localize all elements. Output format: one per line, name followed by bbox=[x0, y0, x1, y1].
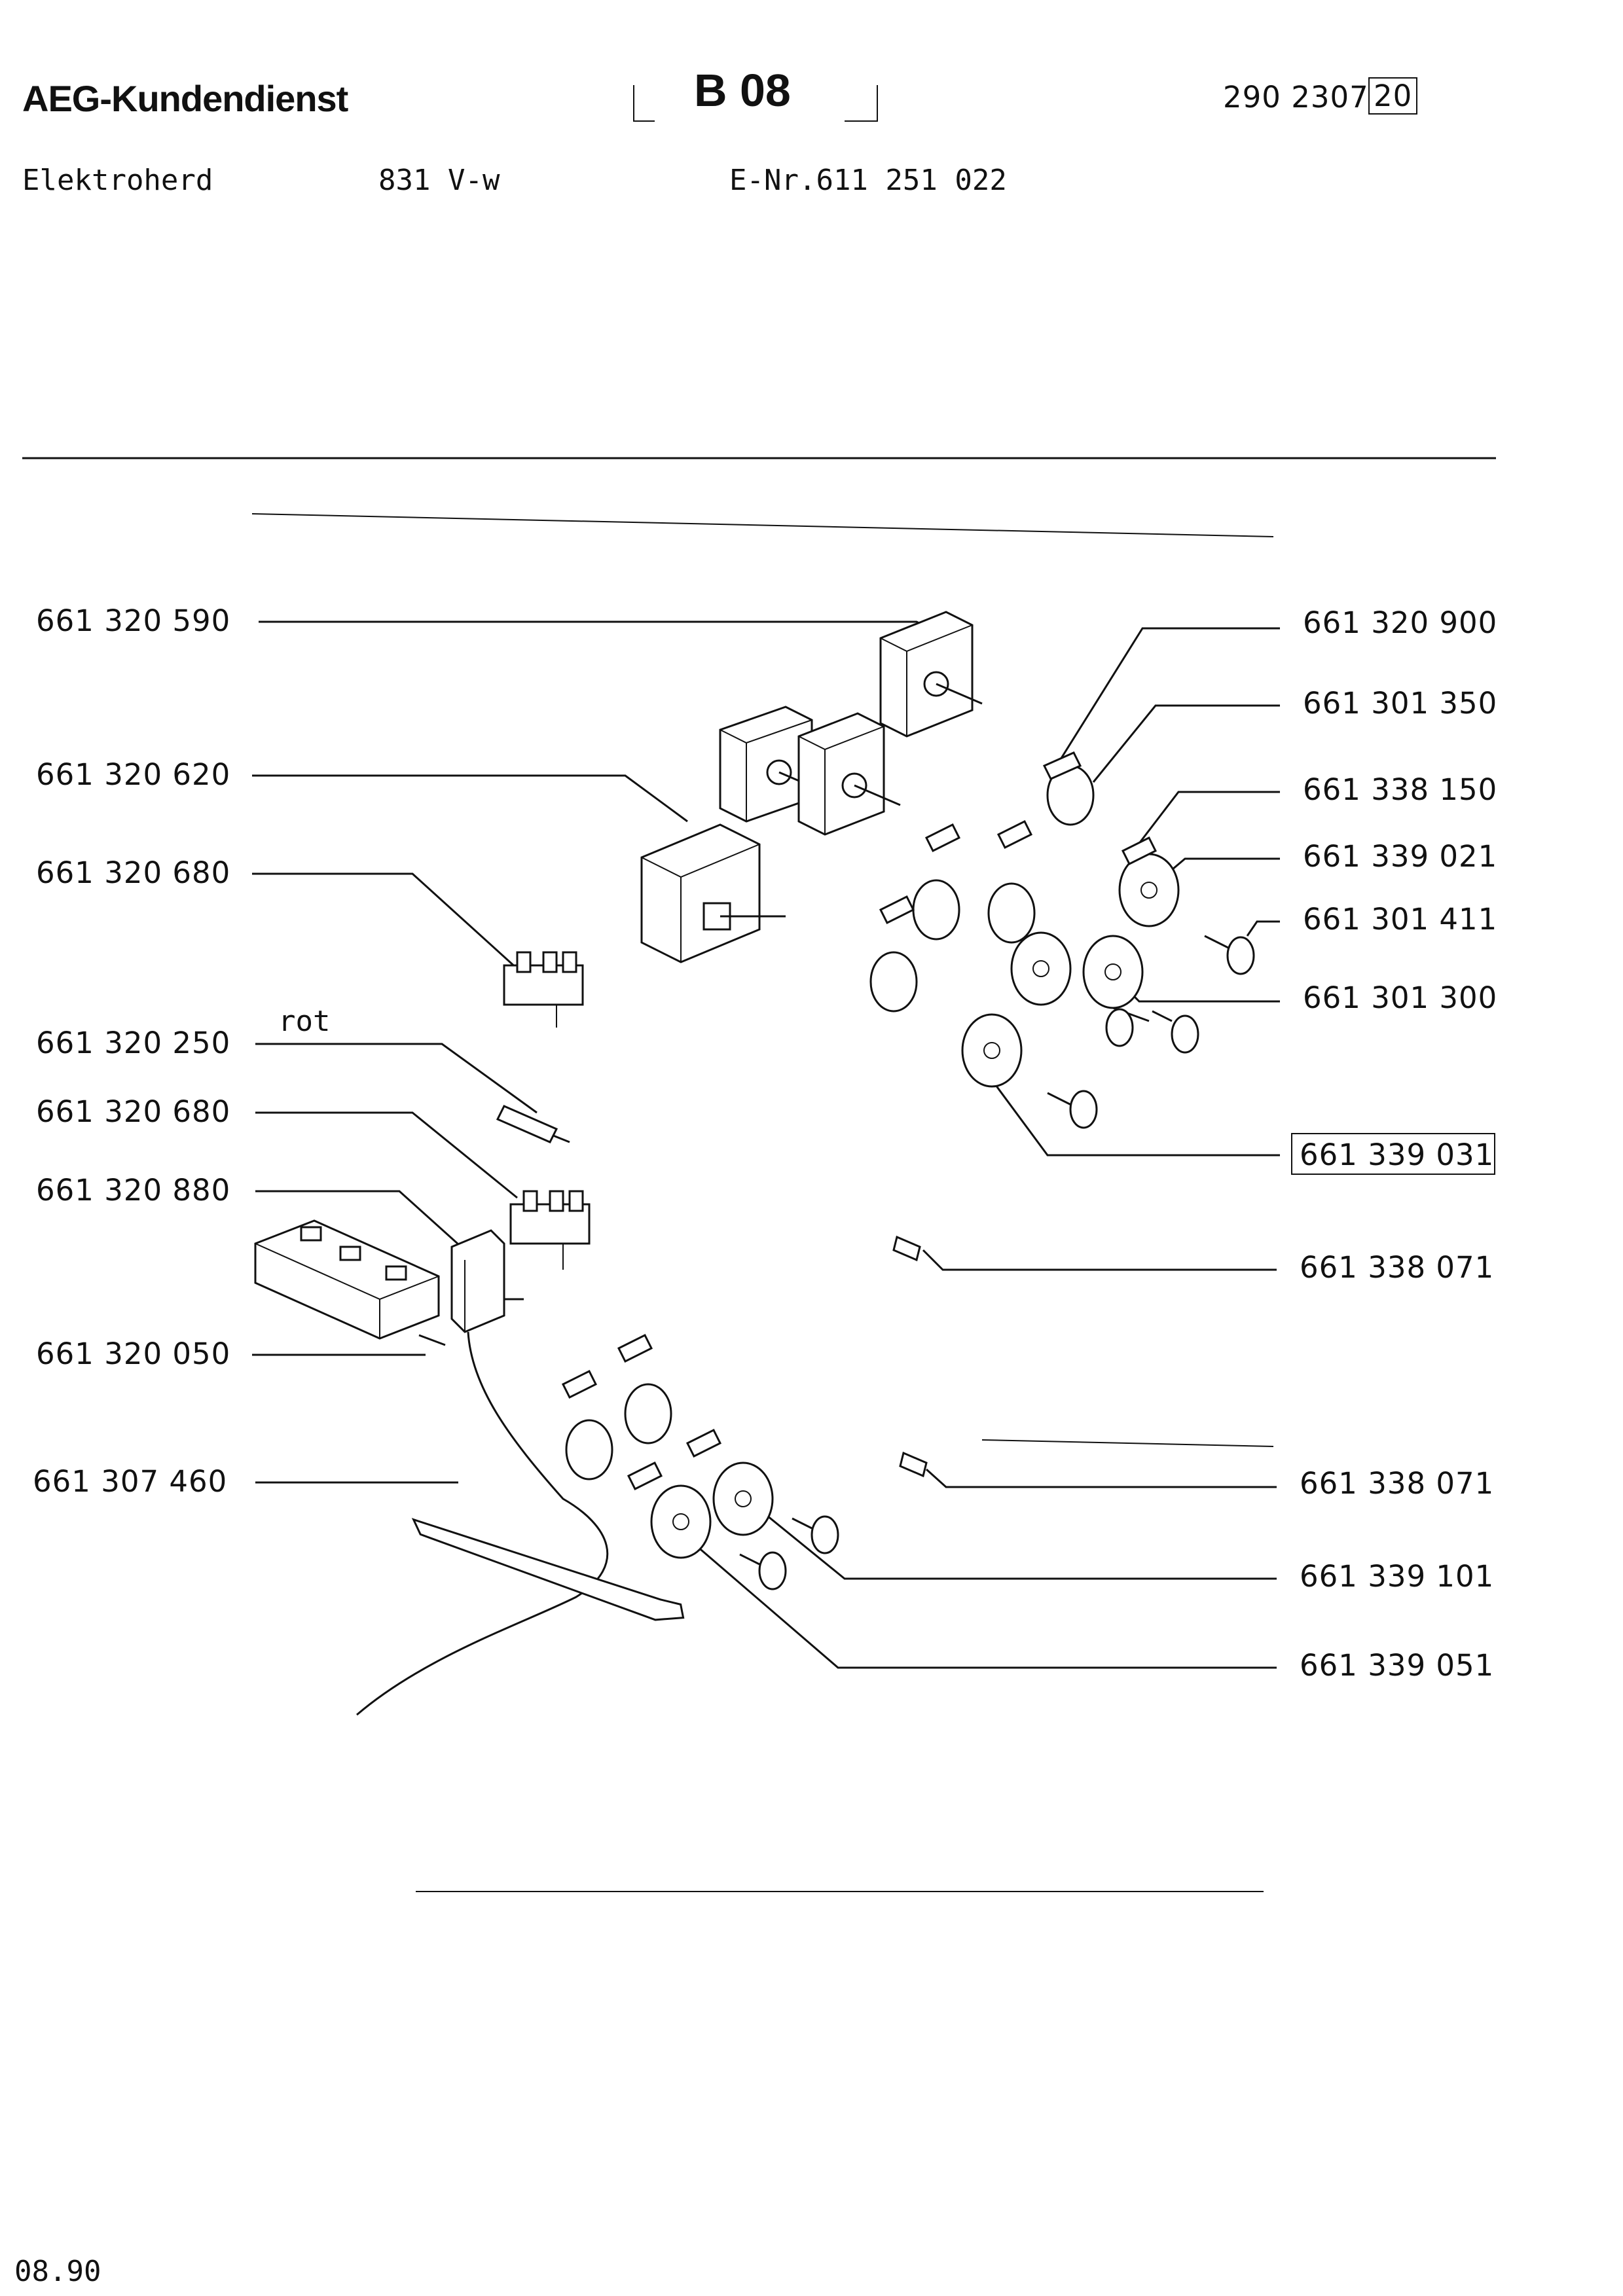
part-number-left-2: 661 320 620 bbox=[36, 757, 231, 792]
part-number-right-6: 661 301 300 bbox=[1303, 980, 1498, 1015]
wire-color-label: rot bbox=[278, 1005, 331, 1038]
sheet-brackets bbox=[633, 85, 878, 122]
signal-lamp-red bbox=[496, 1105, 570, 1143]
program-timer-board bbox=[254, 1219, 446, 1346]
e-number: E-Nr.611 251 022 bbox=[729, 164, 1007, 197]
highlight-frame bbox=[1291, 1133, 1495, 1175]
part-number-right-3: 661 338 150 bbox=[1303, 772, 1498, 807]
doc-number: 290 2307 bbox=[1223, 80, 1369, 115]
part-number-left-4: 661 320 250 bbox=[36, 1026, 231, 1060]
doc-page: 20 bbox=[1368, 77, 1418, 115]
control-knobs-upper bbox=[1047, 935, 1255, 1129]
part-number-left-6: 661 320 880 bbox=[36, 1173, 231, 1208]
part-number-left-1: 661 320 590 bbox=[36, 603, 231, 638]
energy-regulator-right bbox=[797, 712, 901, 836]
part-number-right-8: 661 338 071 bbox=[1300, 1250, 1495, 1285]
switch-block-lower bbox=[509, 1190, 591, 1270]
part-number-left-7: 661 320 050 bbox=[36, 1336, 231, 1371]
sheet-number: B 08 bbox=[694, 65, 791, 116]
part-number-right-10: 661 339 101 bbox=[1300, 1559, 1495, 1594]
energy-regulator-front bbox=[640, 823, 786, 963]
part-number-left-3: 661 320 680 bbox=[36, 855, 231, 890]
indicator-lamp-holder-upper bbox=[892, 1235, 921, 1262]
scan-rule-mid bbox=[981, 1439, 1274, 1447]
part-number-left-8: 661 307 460 bbox=[33, 1464, 228, 1499]
energy-regulator-top bbox=[879, 611, 983, 738]
part-number-right-9: 661 338 071 bbox=[1300, 1466, 1495, 1501]
part-number-right-1: 661 320 900 bbox=[1303, 605, 1498, 640]
appliance-type: Elektroherd bbox=[22, 164, 213, 197]
indicator-lamp-holder-lower bbox=[899, 1451, 928, 1478]
scan-rule-top bbox=[251, 513, 1274, 537]
knob-cluster-lower bbox=[561, 1333, 839, 1590]
leader-lines-right bbox=[687, 627, 1280, 1669]
brand-title: AEG-Kundendienst bbox=[22, 78, 348, 119]
part-number-right-11: 661 339 051 bbox=[1300, 1648, 1495, 1683]
model-number: 831 V-w bbox=[378, 164, 500, 197]
part-number-right-5: 661 301 411 bbox=[1303, 902, 1498, 937]
part-number-left-5: 661 320 680 bbox=[36, 1094, 231, 1129]
part-number-right-4: 661 339 021 bbox=[1303, 839, 1498, 874]
print-date: 08.90 bbox=[14, 2255, 101, 2288]
spring-clip-rail bbox=[411, 1518, 685, 1621]
switch-block-upper bbox=[503, 951, 584, 1028]
part-number-right-7: 661 339 031 bbox=[1300, 1138, 1495, 1172]
part-number-right-2: 661 301 350 bbox=[1303, 686, 1498, 721]
oven-thermostat bbox=[356, 1229, 609, 1716]
knob-cluster-upper bbox=[869, 751, 1180, 1088]
